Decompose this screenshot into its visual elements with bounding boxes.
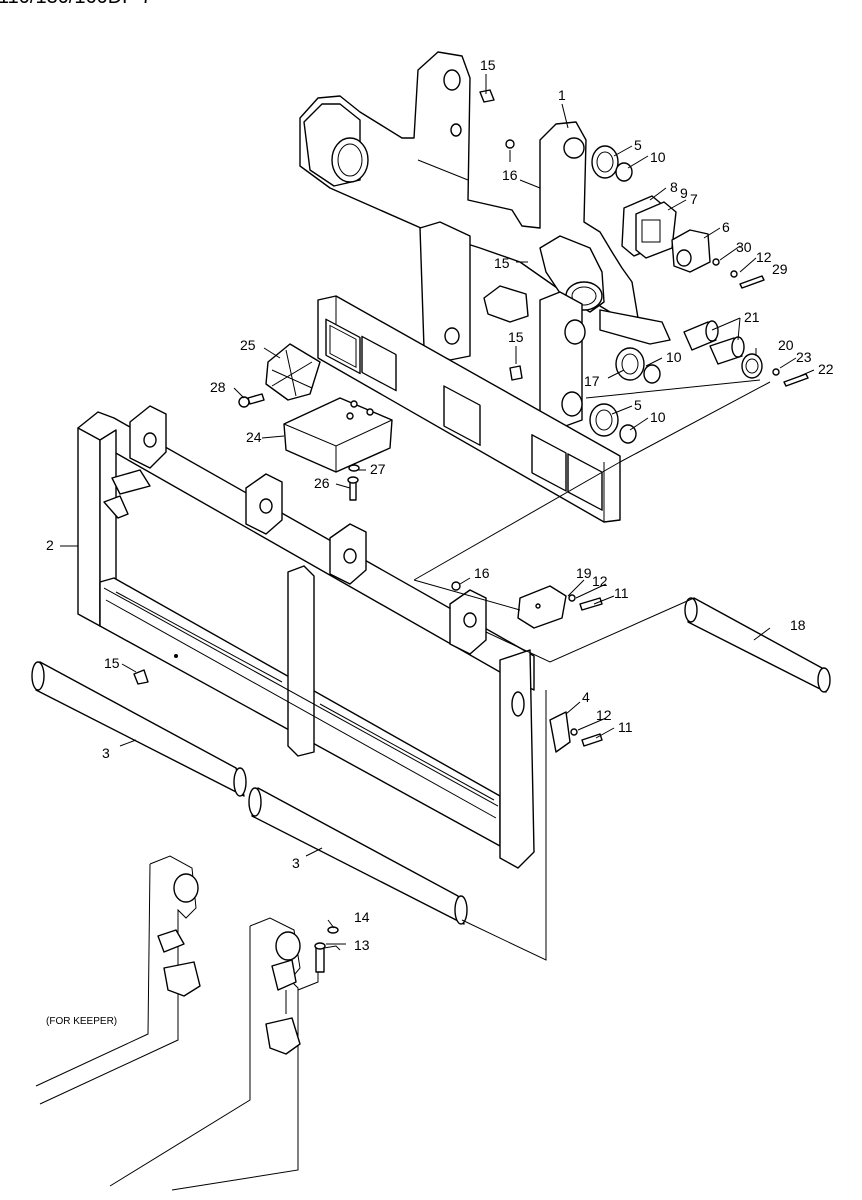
callout-19: 19	[576, 565, 592, 581]
callout-9: 9	[680, 185, 688, 201]
fork-keeper-note: (FOR KEEPER)	[46, 1016, 117, 1027]
model-title: 110/130/160DF-7	[0, 0, 152, 9]
cross-beam	[317, 295, 621, 523]
pad-25	[265, 343, 321, 401]
callout-27: 27	[370, 461, 386, 477]
callout-5b: 5	[634, 397, 642, 413]
callout-29: 29	[772, 261, 788, 277]
callout-20: 20	[778, 337, 794, 353]
bolt-26-27	[347, 464, 360, 501]
shaft-3-lower	[248, 787, 468, 925]
fork-left	[35, 855, 201, 1105]
bolt-22	[772, 368, 809, 387]
callout-26: 26	[314, 475, 330, 491]
callout-8: 8	[670, 179, 678, 195]
callouts: 15 1 5 10 16 8 9 7 6 30 15 12 29 21 15 2…	[46, 57, 834, 953]
roller-21	[683, 320, 763, 379]
callout-15d: 15	[104, 655, 120, 671]
callout-16: 16	[502, 167, 518, 183]
bearing-stack-lower	[561, 391, 637, 444]
callout-15c: 15	[508, 329, 524, 345]
callout-7: 7	[690, 191, 698, 207]
plate-set-7-8-9	[621, 195, 677, 259]
callout-11b: 11	[618, 719, 633, 735]
callout-15b: 15	[494, 255, 510, 271]
callout-30: 30	[736, 239, 752, 255]
fork-carriage-frame	[77, 411, 535, 869]
callout-3: 3	[102, 745, 110, 761]
callout-2: 2	[46, 537, 54, 553]
bolt-29	[730, 270, 765, 289]
lug-2	[245, 473, 283, 535]
upper-bracket-plate	[299, 51, 671, 345]
bolt-15-mid	[509, 365, 523, 381]
callout-13: 13	[354, 937, 370, 953]
callout-12b: 12	[592, 573, 608, 589]
callout-11: 11	[614, 585, 629, 601]
callout-10: 10	[650, 149, 666, 165]
bolt-16-top	[505, 139, 515, 149]
leader-lines	[60, 74, 815, 961]
shaft-18	[684, 597, 831, 693]
pin-13-14	[314, 926, 341, 973]
lug-1	[129, 405, 167, 469]
plate-19	[517, 585, 603, 629]
callout-10b: 10	[666, 349, 682, 365]
callout-15: 15	[480, 57, 496, 73]
bolt-15-top	[479, 89, 495, 103]
callout-16b: 16	[474, 565, 490, 581]
callout-4: 4	[582, 689, 590, 705]
callout-5: 5	[634, 137, 642, 153]
callout-6: 6	[722, 219, 730, 235]
bolt-16-lower	[451, 581, 461, 591]
plate-4	[549, 711, 603, 753]
fork-right	[109, 917, 319, 1191]
bolt-15-lower	[133, 654, 178, 685]
callout-18: 18	[790, 617, 806, 633]
callout-12: 12	[756, 249, 772, 265]
shaft-3-upper	[31, 661, 247, 797]
callout-21: 21	[744, 309, 760, 325]
block-6	[671, 229, 720, 273]
callout-23: 23	[796, 349, 812, 365]
callout-22: 22	[818, 361, 834, 377]
callout-1: 1	[558, 87, 566, 103]
block-24	[283, 397, 393, 473]
callout-12c: 12	[596, 707, 612, 723]
callout-14: 14	[354, 909, 370, 925]
bolt-28	[238, 393, 265, 408]
bearing-stack-upper	[591, 145, 633, 182]
callout-28: 28	[210, 379, 226, 395]
callout-17: 17	[584, 373, 600, 389]
lug-4	[449, 589, 487, 655]
callout-3b: 3	[292, 855, 300, 871]
callout-10c: 10	[650, 409, 666, 425]
lug-3	[329, 523, 367, 585]
callout-25: 25	[240, 337, 256, 353]
bearing-stack-middle	[564, 319, 661, 384]
callout-24: 24	[246, 429, 262, 445]
